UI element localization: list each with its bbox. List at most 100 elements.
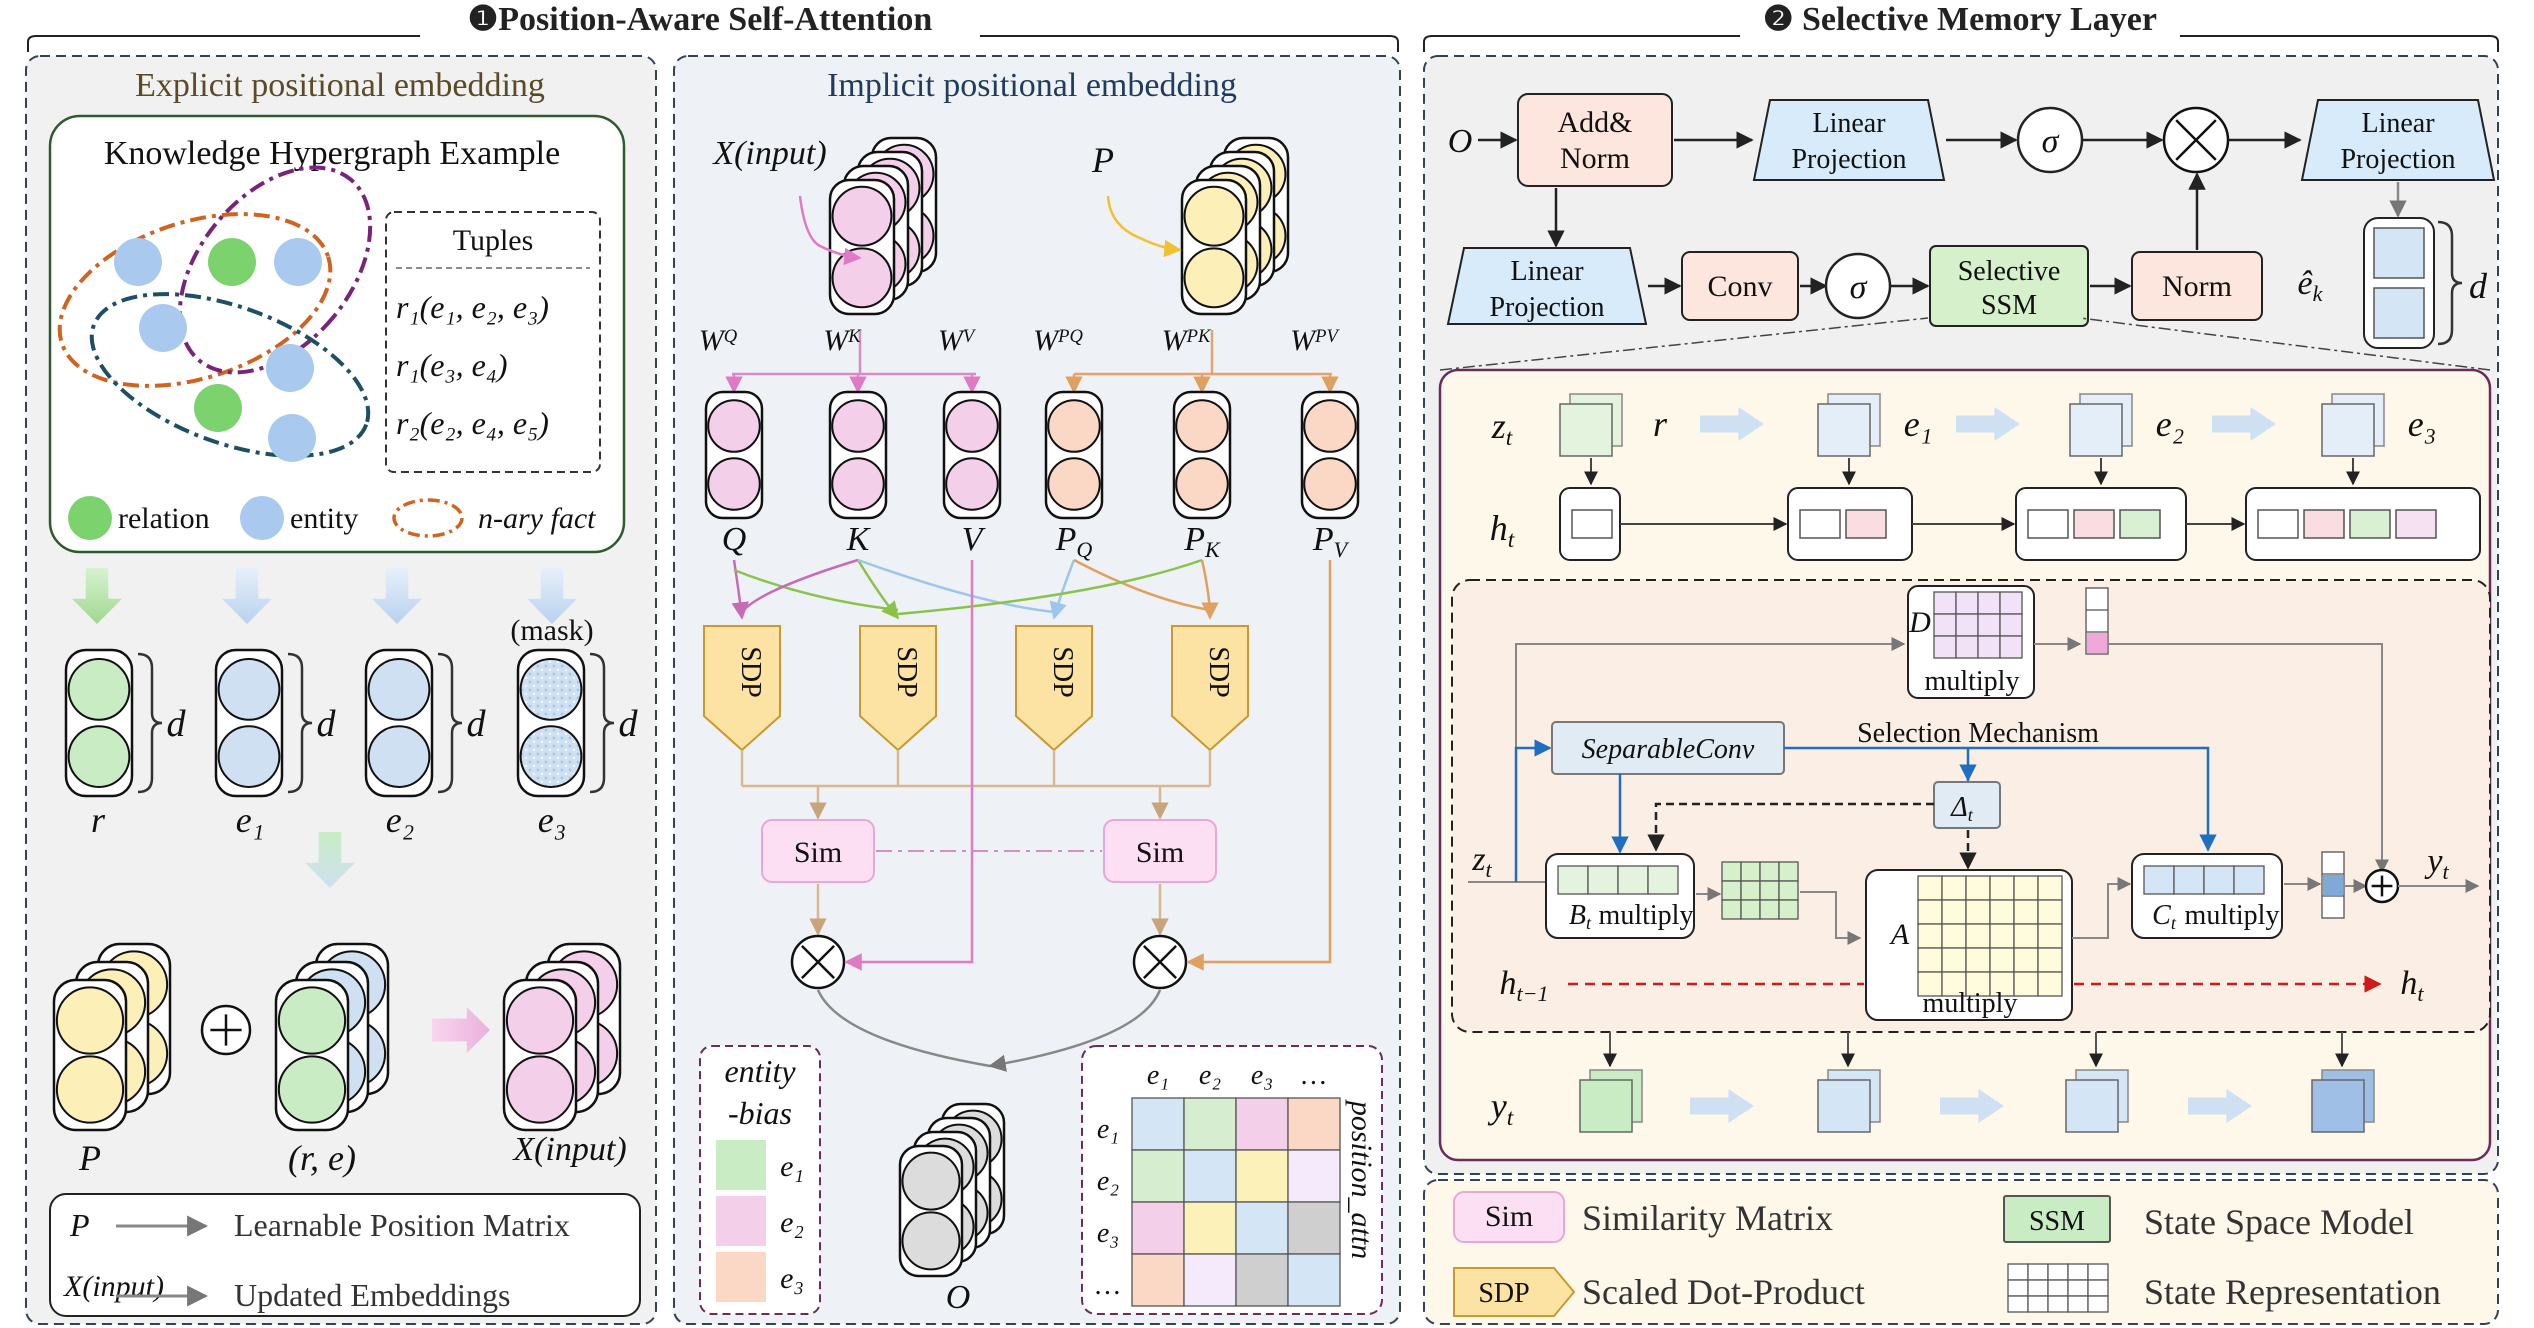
linear-projection-label: Linear <box>1510 256 1584 287</box>
grid-cell <box>1183 1253 1237 1307</box>
sigma-label: σ <box>1850 269 1868 306</box>
selection-mechanism-label: Selection Mechanism <box>1857 718 2099 749</box>
zt-selection-label: zt <box>1471 841 1492 882</box>
x-input-arrow <box>798 195 862 266</box>
grid-cell <box>1941 899 1967 925</box>
grid-cell <box>1955 635 1979 659</box>
relation-node <box>208 238 256 286</box>
sdp-label: SDP <box>891 646 922 697</box>
token-slot <box>217 725 281 788</box>
delta-label: Δt <box>1950 792 1973 825</box>
relation-node <box>194 384 242 432</box>
grid-cell <box>2007 1279 2029 1297</box>
d-grid <box>1933 591 2023 659</box>
grid-cell <box>1557 865 1589 895</box>
legend-p-text: Learnable Position Matrix <box>234 1207 570 1243</box>
token-square-front <box>2065 1079 2119 1133</box>
re-stack <box>274 942 390 1132</box>
grid-cell <box>1740 899 1761 920</box>
grid-cell <box>1933 635 1957 659</box>
nary-legend: n-ary fact <box>478 502 596 535</box>
stacked-token <box>274 978 350 1132</box>
vector-label-4: PK <box>1183 521 1221 562</box>
grid-cell <box>1287 1253 1341 1307</box>
sdp-block <box>1015 625 1093 752</box>
grid-cell <box>1955 613 1979 637</box>
vector-label-5: PV <box>1312 521 1350 562</box>
grid-cell <box>1778 880 1799 901</box>
legend-sim-text: Similarity Matrix <box>1582 1198 1833 1238</box>
add-norm-box <box>1517 93 1673 187</box>
ek-label: êk <box>2298 265 2324 306</box>
tuple-2: r₁(e₃, e₄) <box>396 347 508 383</box>
token-slot <box>367 658 431 721</box>
legend-sim-label: Sim <box>1485 1200 1533 1233</box>
grid-cell <box>1989 875 2015 901</box>
grid-cell <box>1999 591 2023 615</box>
ht-out-label: ht <box>2400 965 2424 1006</box>
grid-cell <box>1183 1097 1237 1151</box>
grid-cell <box>1235 1253 1289 1307</box>
down-arrow <box>372 568 422 624</box>
dimension-label: d <box>467 703 487 745</box>
grid-cell <box>1235 1149 1289 1203</box>
token-slot <box>277 1055 347 1124</box>
stacked-token <box>52 978 128 1132</box>
token-slot <box>1047 399 1101 453</box>
sequence-arrow <box>1956 407 2020 441</box>
hidden-state-cell <box>1799 509 1841 539</box>
a-label: A <box>1889 918 1910 951</box>
token-label-e1: e₁ <box>236 800 265 840</box>
entity-bias-cell <box>716 1140 766 1190</box>
entity-node <box>266 344 314 392</box>
entity-bias-row-label: e₃ <box>780 1262 804 1295</box>
sequence-label: e₁ <box>1904 404 1933 444</box>
sdp-block <box>859 625 937 752</box>
selective-ssm-label: SSM <box>1981 290 2037 321</box>
token-slot <box>901 1211 961 1271</box>
grid-cell <box>2013 947 2039 973</box>
explicit-title: Explicit positional embedding <box>135 67 545 104</box>
token-slot <box>831 247 893 309</box>
grid-cell <box>1933 613 1957 637</box>
grid-cell <box>2047 1295 2069 1313</box>
flow-curve <box>857 558 1055 614</box>
hyperedge-3 <box>89 292 371 458</box>
legend-sdp-label: SDP <box>1478 1278 1529 1309</box>
grid-cell <box>1999 613 2023 637</box>
token-slot <box>945 457 999 511</box>
hidden-state-cell <box>1571 509 1613 539</box>
o-input-label: O <box>1448 123 1473 160</box>
hyperedge-2 <box>177 165 373 375</box>
x-input-stack <box>502 942 622 1132</box>
grid-cell <box>2007 1263 2029 1281</box>
grid-cell <box>1235 1201 1289 1255</box>
d-multiply-label: multiply <box>1925 666 2020 697</box>
grid-cell <box>2067 1279 2089 1297</box>
matrix-col-label: e₃ <box>1251 1060 1273 1091</box>
stacked-token <box>1180 178 1248 316</box>
entity-node <box>268 414 316 462</box>
ek-cell <box>2373 227 2425 279</box>
hyperedge-1 <box>57 212 333 388</box>
add-op <box>2364 868 2400 904</box>
tuple-3: r₂(e₂, e₄, e₅) <box>396 405 549 441</box>
down-arrow <box>527 568 577 624</box>
token-slot <box>945 399 999 453</box>
grid-cell <box>1287 1149 1341 1203</box>
ht-label: ht <box>1490 508 1515 553</box>
matrix-row-label: e₃ <box>1097 1218 1119 1249</box>
left-title-brace <box>27 35 1399 52</box>
projected-vector <box>1300 390 1360 520</box>
input-token <box>1817 393 1881 457</box>
sepconv-to-ct <box>1784 746 2217 852</box>
grid-cell <box>2027 1295 2049 1313</box>
grid-cell <box>2007 1295 2029 1313</box>
sdp-label: SDP <box>1203 646 1234 697</box>
grid-cell <box>1721 861 1742 882</box>
p-input-arrow <box>1106 195 1182 258</box>
token-square-front <box>2069 403 2123 457</box>
